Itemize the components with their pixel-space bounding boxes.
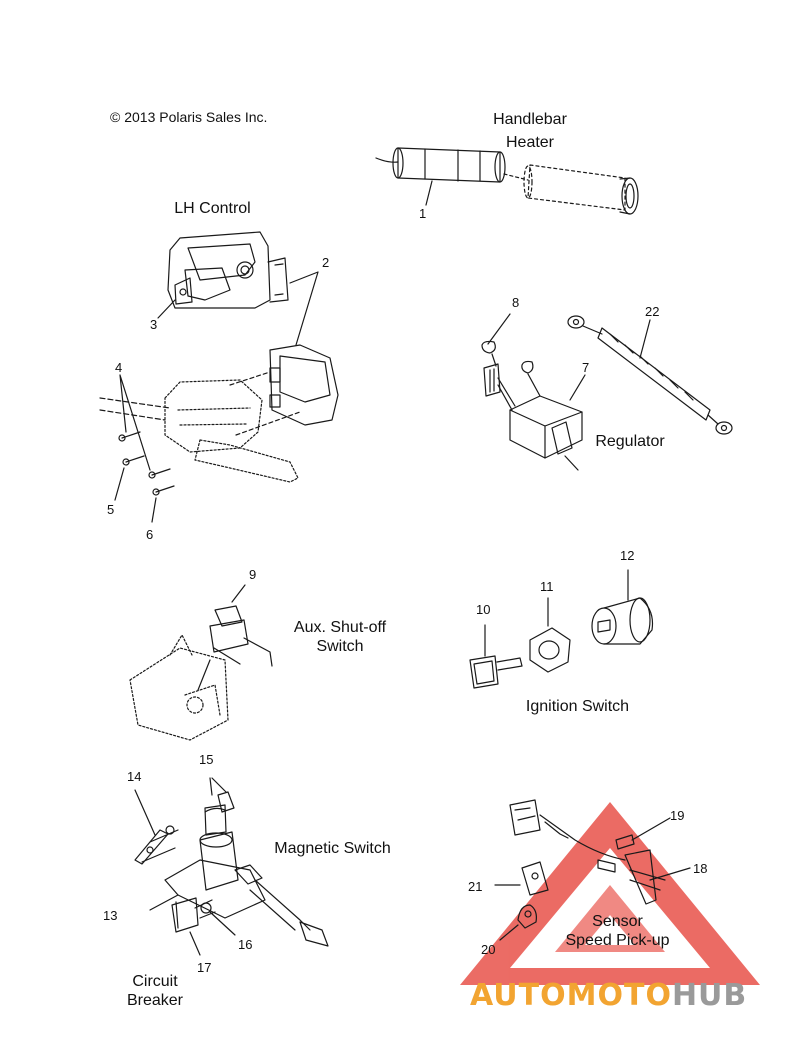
callout-13: 13 bbox=[103, 908, 118, 923]
callout-16: 16 bbox=[238, 937, 253, 952]
aux-shutoff-switch bbox=[129, 584, 273, 741]
ignition-key bbox=[469, 624, 523, 689]
callout-9: 9 bbox=[249, 567, 257, 582]
ignition-switch-body bbox=[591, 569, 654, 645]
ground-strap bbox=[567, 315, 733, 435]
title-ignition-switch: Ignition Switch bbox=[525, 698, 630, 715]
callout-20: 20 bbox=[481, 942, 496, 957]
callout-6: 6 bbox=[146, 527, 154, 542]
callout-11: 11 bbox=[540, 579, 554, 594]
callout-4: 4 bbox=[115, 360, 123, 375]
callout-14: 14 bbox=[127, 769, 142, 784]
copyright-text: © 2013 Polaris Sales Inc. bbox=[110, 109, 268, 125]
callout-17: 17 bbox=[197, 960, 212, 975]
callout-12: 12 bbox=[620, 548, 635, 563]
title-regulator: Regulator bbox=[595, 433, 665, 450]
watermark-text-2: HUB bbox=[671, 978, 748, 1013]
ignition-nut bbox=[529, 597, 571, 673]
callout-22: 22 bbox=[645, 304, 660, 319]
callout-18: 18 bbox=[693, 861, 708, 876]
circuit-breaker bbox=[171, 897, 236, 956]
callout-3: 3 bbox=[150, 317, 158, 332]
callout-19: 19 bbox=[670, 808, 685, 823]
callout-15: 15 bbox=[199, 752, 214, 767]
speed-sensor bbox=[509, 799, 691, 905]
title-handlebar-heater: Handlebar Heater bbox=[493, 111, 567, 151]
title-lh-control: LH Control bbox=[174, 200, 251, 217]
callout-5: 5 bbox=[107, 502, 115, 517]
title-aux-shutoff: Aux. Shut-off Switch bbox=[293, 619, 387, 655]
screws bbox=[114, 374, 175, 523]
callout-7: 7 bbox=[582, 360, 590, 375]
regulator-assembly bbox=[481, 313, 586, 471]
magnetic-switch bbox=[134, 777, 329, 947]
watermark-logo: AUTOMOTOHUB bbox=[470, 978, 747, 1014]
callout-10: 10 bbox=[476, 602, 491, 617]
watermark-text-1: AUTOMOTO bbox=[470, 978, 672, 1013]
title-circuit-breaker: Circuit Breaker bbox=[126, 973, 184, 1009]
title-sensor: Sensor Speed Pick-up bbox=[565, 913, 670, 949]
clip-21 bbox=[494, 861, 549, 896]
handlebar-heater bbox=[375, 147, 639, 215]
lh-control-assembly bbox=[99, 344, 339, 483]
title-magnetic-switch: Magnetic Switch bbox=[274, 840, 391, 857]
watermark-triangle bbox=[460, 802, 760, 985]
lh-control-housing bbox=[157, 231, 319, 346]
callout-8: 8 bbox=[512, 295, 520, 310]
callout-21: 21 bbox=[468, 879, 483, 894]
callout-1: 1 bbox=[419, 206, 427, 221]
callout-2: 2 bbox=[322, 255, 330, 270]
clip-20 bbox=[499, 904, 537, 941]
